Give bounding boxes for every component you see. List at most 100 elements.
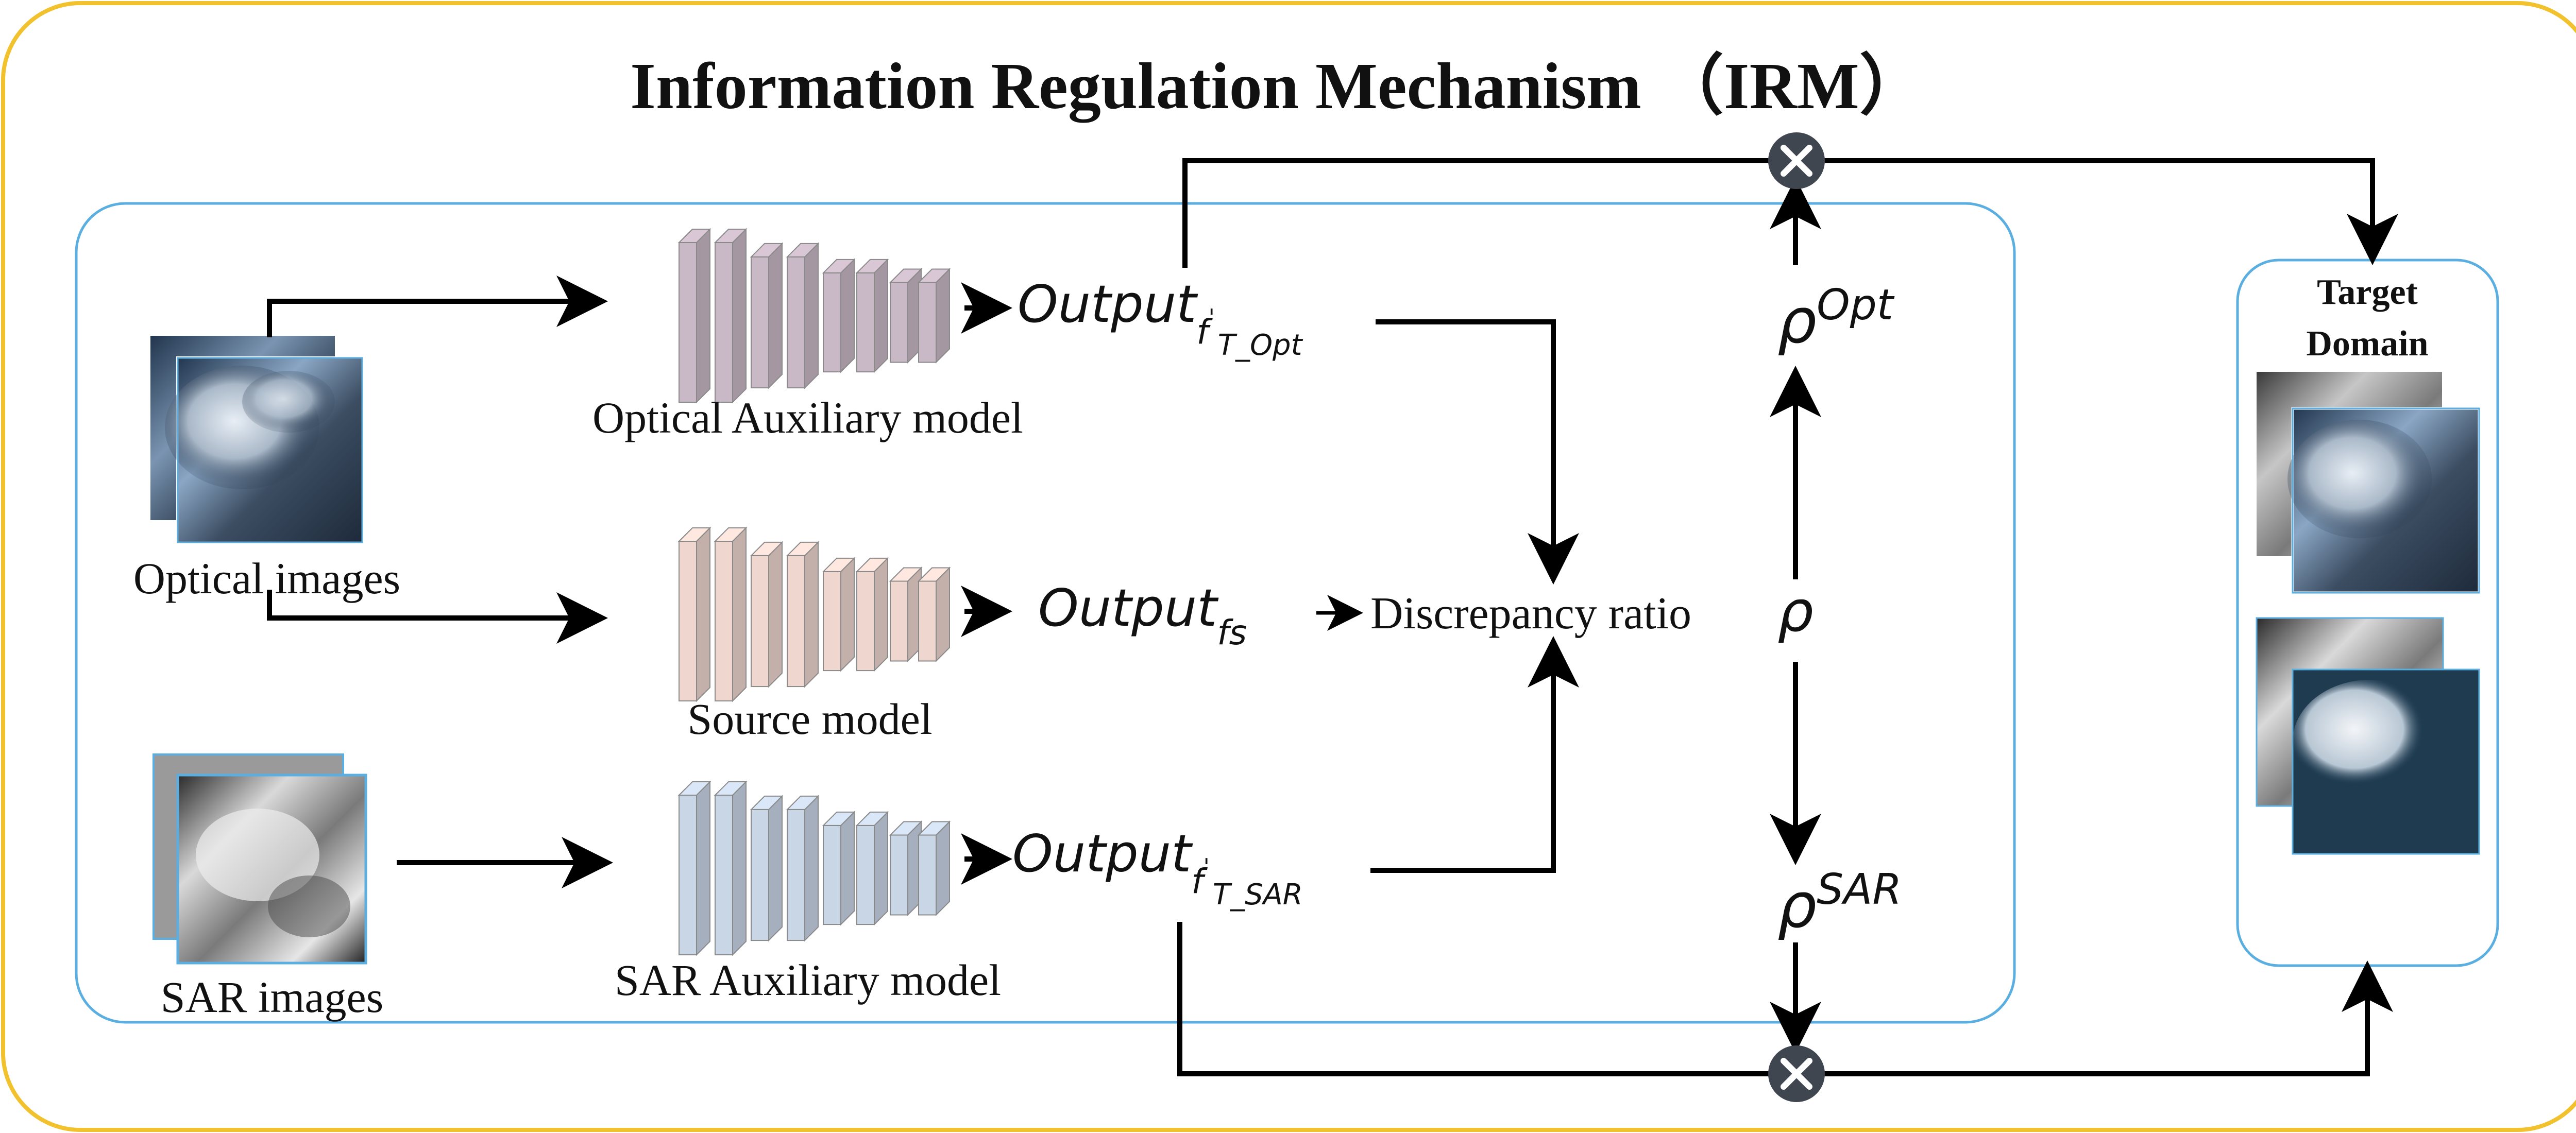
line-sar-output-to-multiply-bottom: [1177, 922, 1772, 1076]
network-layer-front: [715, 541, 733, 701]
arrow-multiply-top-to-target: [1819, 158, 2398, 265]
network-layer-front: [823, 272, 841, 373]
main-panel: [75, 202, 2016, 1024]
target-optical-image-stack: [2257, 372, 2481, 594]
optical-image-stack: [150, 336, 364, 544]
network-layer-top: [786, 541, 820, 556]
network-layer-top: [855, 259, 889, 273]
network-layer-side: [874, 557, 888, 672]
network-layer-top: [677, 527, 711, 542]
network-layer-front: [823, 825, 841, 925]
arrow-optical-to-source: [267, 590, 608, 644]
network-layer-front: [679, 541, 697, 701]
network-layer-side: [840, 557, 855, 672]
arrow-multiply-bottom-to-target: [1819, 960, 2393, 1076]
network-layer-side: [804, 541, 819, 688]
sar-model-label: SAR Auxiliary model: [615, 955, 1001, 1005]
target-domain-title-line1: Target: [2317, 272, 2418, 312]
network-layer-top: [750, 795, 784, 810]
network-layer-top: [855, 557, 889, 572]
network-layer-side: [840, 258, 855, 373]
network-layer-front: [751, 256, 769, 389]
arrow-opt-output-to-discrepancy: [1376, 319, 1579, 585]
sar-image-stack: [152, 753, 367, 965]
arrow-sar-output-to-discrepancy: [1370, 636, 1579, 873]
rho-sar: ρSAR: [1777, 865, 1902, 942]
network-layer-side: [804, 242, 819, 389]
network-layer-top: [750, 243, 784, 258]
network-layer-front: [856, 571, 875, 672]
network-layer-front: [679, 242, 697, 403]
network-layer-top: [714, 781, 748, 796]
source-model-label: Source model: [687, 694, 932, 744]
output-source: Outputfs: [1038, 578, 1247, 653]
network-layer-side: [936, 820, 950, 916]
network-layer-top: [889, 567, 923, 582]
network-layer-front: [856, 825, 875, 925]
multiply-icon: [1768, 1045, 1825, 1102]
line-opt-output-to-multiply-top: [1182, 158, 1772, 268]
network-layer-side: [936, 268, 950, 364]
diagram-title: Information Regulation Mechanism （IRM）: [630, 49, 1925, 123]
network-layer-top: [822, 811, 856, 826]
network-layer-front: [679, 795, 697, 955]
network-layer-side: [732, 780, 747, 956]
network-layer-top: [750, 541, 784, 556]
optical-model-label: Optical Auxiliary model: [592, 393, 1023, 442]
network-layer-side: [768, 795, 783, 942]
network-layer-top: [786, 243, 820, 258]
network-layer-top: [917, 821, 951, 836]
discrepancy-ratio-label: Discrepancy ratio: [1370, 589, 1691, 639]
network-layer-front: [823, 571, 841, 672]
source-network-icon: [677, 526, 951, 702]
arrow-optical-to-aux: [267, 276, 608, 337]
network-layer-top: [822, 259, 856, 273]
network-layer-front: [890, 580, 908, 662]
network-layer-top: [855, 811, 889, 826]
network-layer-top: [917, 268, 951, 283]
network-layer-side: [696, 228, 710, 404]
network-layer-top: [786, 795, 820, 810]
network-layer-side: [732, 228, 747, 404]
network-layer-front: [787, 555, 805, 688]
rho-symbol: ρ: [1777, 578, 1814, 644]
network-layer-front: [751, 809, 769, 941]
network-layer-top: [822, 557, 856, 572]
network-layer-top: [677, 229, 711, 243]
network-layer-front: [918, 282, 937, 363]
network-layer-side: [696, 526, 710, 702]
network-layer-front: [751, 555, 769, 688]
network-layer-top: [677, 781, 711, 796]
network-layer-front: [715, 795, 733, 955]
network-layer-top: [917, 567, 951, 582]
network-layer-side: [840, 811, 855, 926]
network-layer-front: [890, 834, 908, 916]
network-layer-front: [918, 834, 937, 916]
target-domain-title-line2: Domain: [2306, 324, 2428, 364]
network-layer-top: [714, 527, 748, 542]
network-layer-front: [715, 242, 733, 403]
network-layer-front: [787, 256, 805, 389]
output-sar: Outputf'T_SAR: [1012, 823, 1303, 912]
target-sar-image-stack: [2256, 617, 2480, 855]
rho-opt: ρOpt: [1777, 281, 1895, 357]
network-layer-side: [874, 811, 888, 926]
output-optical: Outputf'T_Opt: [1018, 274, 1303, 362]
network-layer-top: [889, 268, 923, 283]
network-layer-front: [918, 580, 937, 662]
network-layer-top: [714, 229, 748, 243]
network-layer-side: [696, 780, 710, 956]
network-layer-front: [890, 282, 908, 363]
network-layer-side: [936, 566, 950, 662]
network-layer-side: [732, 526, 747, 702]
multiply-icon: [1768, 132, 1825, 189]
optical-auxiliary-network-icon: [677, 228, 951, 404]
network-layer-front: [856, 272, 875, 373]
sar-auxiliary-network-icon: [677, 780, 951, 956]
network-layer-side: [768, 541, 783, 688]
network-layer-side: [804, 795, 819, 942]
network-layer-front: [787, 809, 805, 941]
network-layer-side: [768, 242, 783, 389]
network-layer-side: [874, 258, 888, 373]
